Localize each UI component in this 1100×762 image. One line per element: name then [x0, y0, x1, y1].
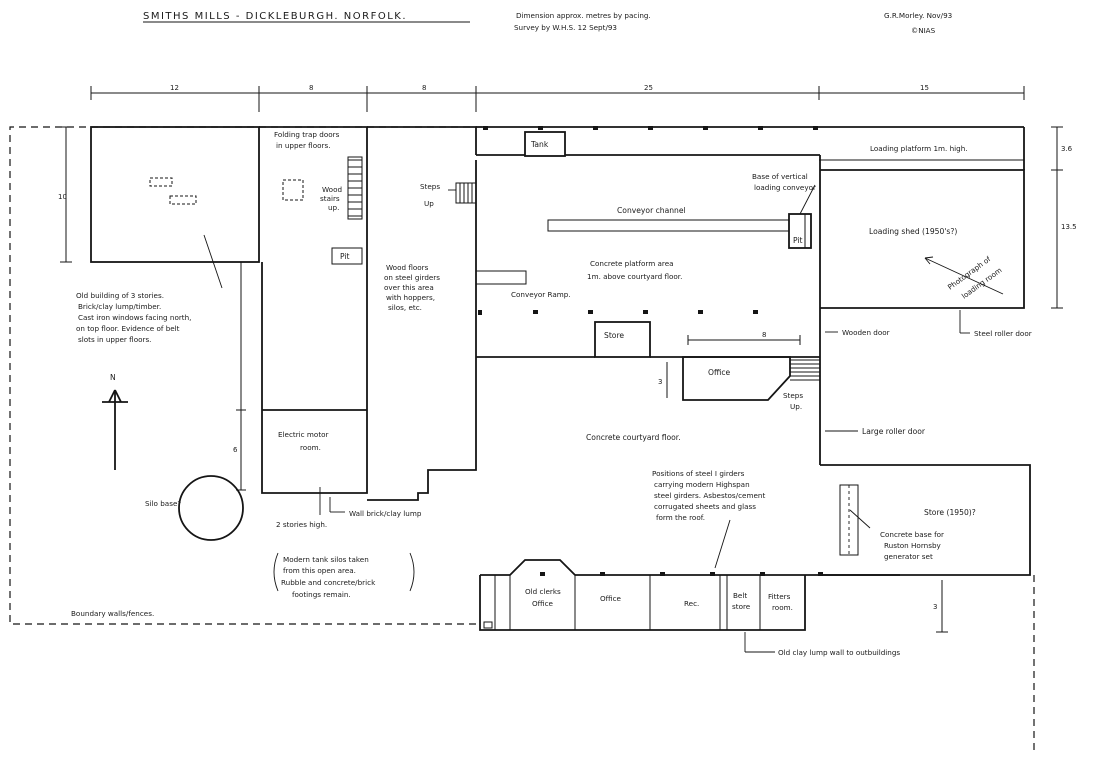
girders-label: steel girders. Asbestos/cement: [654, 491, 765, 500]
steps-2-treads: [790, 359, 820, 381]
wood-floors-label: Wood floors: [386, 263, 429, 272]
old-building-label: Old building of 3 stories.: [76, 291, 164, 300]
copyright-mark: ©NIAS: [911, 26, 936, 35]
loading-platform-label: Loading platform 1m. high.: [870, 144, 968, 153]
concrete-platform-label: 1m. above courtyard floor.: [587, 272, 682, 281]
conveyor-ramp-label: Conveyor Ramp.: [511, 290, 571, 299]
modern-silos-label: Modern tank silos taken: [283, 555, 369, 564]
concrete-base-label: generator set: [884, 552, 933, 561]
old-building-label: Cast iron windows facing north,: [78, 313, 191, 322]
dim-label: 3: [933, 603, 937, 611]
courtyard-label: Concrete courtyard floor.: [586, 433, 681, 442]
dim-label: 6: [233, 446, 238, 454]
silo-base-label: Silo base?: [145, 499, 181, 508]
header: SMITHS MILLS - DICKLEBURGH. NORFOLK. Dim…: [143, 11, 952, 35]
dim-label: 3: [658, 378, 662, 386]
old-building-label: on top floor. Evidence of belt: [76, 324, 180, 333]
leader-lines: 8 3 6 3: [203, 184, 1004, 653]
silo-base-circle: [178, 475, 244, 541]
survey-note-2: Survey by W.H.S. 12 Sept/93: [514, 23, 617, 32]
concrete-platform-label: Concrete platform area: [590, 259, 674, 268]
modern-silos-label: from this open area.: [283, 566, 356, 575]
large-roller-door-label: Large roller door: [862, 427, 926, 436]
steps-up-label: Up.: [790, 402, 802, 411]
dim-label: 8: [309, 84, 313, 92]
boundary-fence: [9, 126, 1035, 752]
conveyor-base-label: Base of vertical: [752, 172, 808, 181]
pit-label: Pit: [340, 252, 350, 261]
north-arrow: N: [102, 373, 128, 470]
two-stories-label: 2 stories high.: [276, 520, 327, 529]
survey-note-1: Dimension approx. metres by pacing.: [516, 11, 651, 20]
rec-label: Rec.: [684, 599, 699, 608]
building-walls: [90, 126, 1031, 631]
top-dimension-line: 12 8 8 25 15: [90, 84, 1025, 112]
fitters-room-label: Fitters: [768, 592, 791, 601]
dim-label: 15: [920, 84, 929, 92]
plan-title: SMITHS MILLS - DICKLEBURGH. NORFOLK.: [143, 11, 407, 22]
old-clerks-office-label: Old clerks: [525, 587, 561, 596]
loading-shed-label: Loading shed (1950's?): [869, 227, 957, 236]
dim-label: 12: [170, 84, 179, 92]
dim-label: 8: [422, 84, 426, 92]
electric-motor-label: room.: [300, 443, 321, 452]
girders-label: Positions of steel I girders: [652, 469, 745, 478]
clay-lump-wall-label: Old clay lump wall to outbuildings: [778, 648, 900, 657]
conveyor-channel-label: Conveyor channel: [617, 206, 686, 215]
trap-doors-label: Folding trap doors: [274, 130, 340, 139]
wood-floors-label: with hoppers,: [386, 293, 435, 302]
girders-label: corrugated sheets and glass: [654, 502, 756, 511]
belt-store-label: store: [732, 602, 751, 611]
office-label: Office: [708, 368, 730, 377]
boundary-label: Boundary walls/fences.: [71, 609, 154, 618]
electric-motor-label: Electric motor: [278, 430, 329, 439]
tank-label: Tank: [530, 140, 549, 149]
room-labels: Tank Folding trap doors in upper floors.…: [71, 130, 1032, 657]
wood-floors-label: on steel girders: [384, 273, 440, 282]
fitters-room-label: room.: [772, 603, 793, 612]
right-dimensions: 3.6 13.5: [1051, 126, 1077, 309]
girder-posts: [478, 126, 823, 576]
conveyor-base-label: loading conveyor: [754, 183, 816, 192]
wood-stairs-label: stairs: [320, 194, 340, 203]
steps-up-label: Up: [424, 199, 434, 208]
wood-stairs-label: up.: [328, 203, 339, 212]
dim-label: 3.6: [1061, 145, 1073, 153]
trap-door-outlines: [149, 177, 304, 205]
steps-up-label: Steps: [783, 391, 803, 400]
wood-floors-label: over this area: [384, 283, 434, 292]
old-building-label: Brick/clay lump/timber.: [78, 302, 161, 311]
steps-up-label: Steps: [420, 182, 440, 191]
concrete-base-label: Ruston Hornsby: [884, 541, 942, 550]
modern-silos-label: footings remain.: [292, 590, 351, 599]
concrete-base-label: Concrete base for: [880, 530, 944, 539]
trap-doors-label: in upper floors.: [276, 141, 331, 150]
girders-label: form the roof.: [656, 513, 705, 522]
office-label: Office: [600, 594, 622, 603]
belt-store-label: Belt: [733, 591, 747, 600]
steel-roller-door-label: Steel roller door: [974, 329, 1032, 338]
dim-label: 25: [644, 84, 653, 92]
dim-label: 8: [762, 331, 766, 339]
store-1950-label: Store (1950)?: [924, 508, 976, 517]
wall-material-label: Wall brick/clay lump: [349, 509, 422, 518]
dim-label: 13.5: [1061, 223, 1077, 231]
wooden-door-label: Wooden door: [842, 328, 890, 337]
wood-floors-label: silos, etc.: [388, 303, 422, 312]
old-building-label: slots in upper floors.: [78, 335, 151, 344]
girders-label: carrying modern Highspan: [654, 480, 750, 489]
old-clerks-office-label: Office: [532, 599, 554, 608]
wood-stairs-label: Wood: [322, 185, 342, 194]
author-credit: G.R.Morley. Nov/93: [884, 11, 952, 20]
modern-silos-label: Rubble and concrete/brick: [281, 578, 376, 587]
store-label: Store: [604, 331, 624, 340]
bracket: [409, 552, 415, 592]
left-dimension: 10: [58, 126, 72, 263]
pit-label: Pit: [793, 236, 803, 245]
stair-treads: [347, 156, 477, 220]
north-label: N: [110, 373, 116, 382]
bracket: [273, 552, 279, 592]
dim-label: 10: [58, 193, 67, 201]
